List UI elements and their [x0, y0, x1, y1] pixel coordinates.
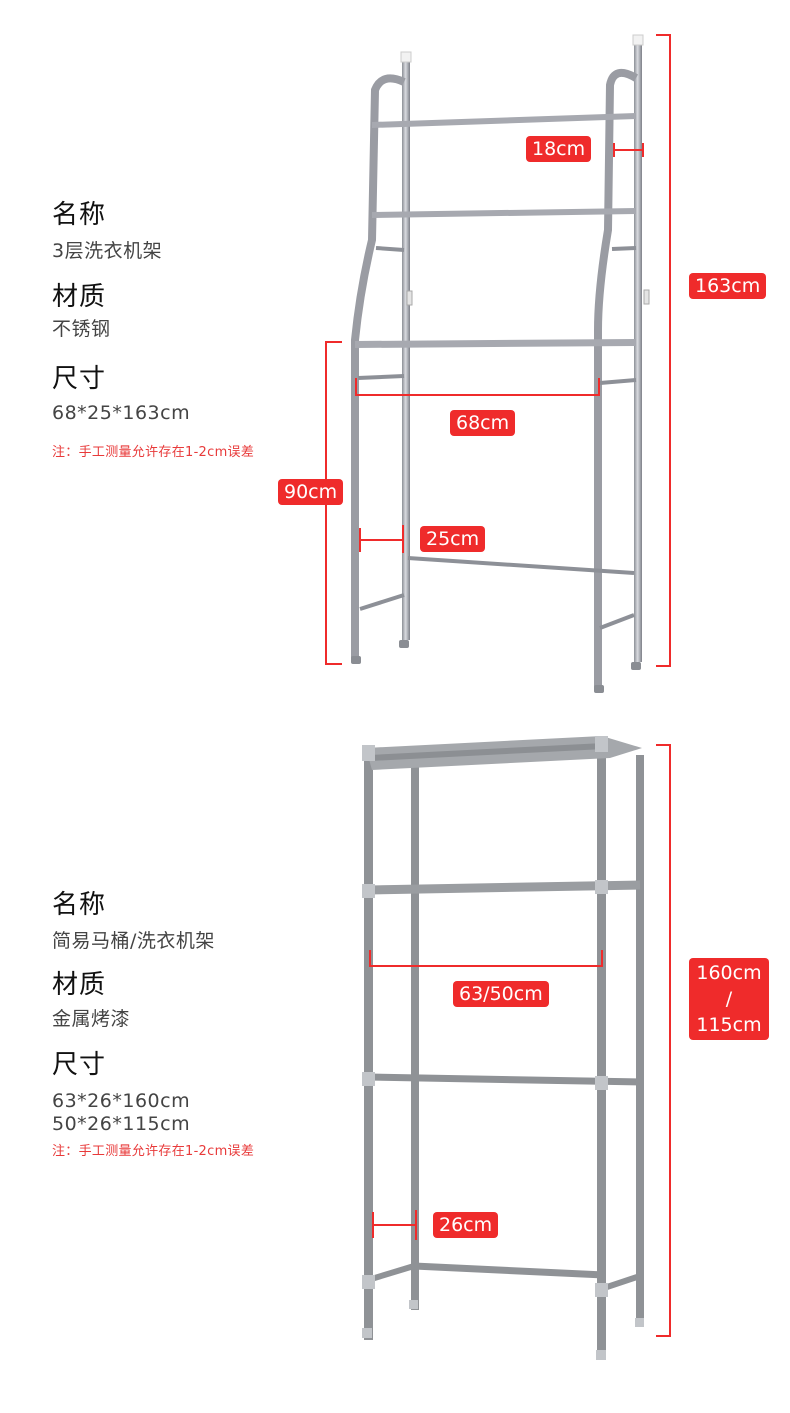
size-heading: 尺寸 — [52, 1050, 107, 1080]
material-value: 金属烤漆 — [52, 1008, 131, 1030]
material-heading: 材质 — [52, 282, 107, 312]
name-heading: 名称 — [52, 200, 107, 230]
dimension-tag-width: 63/50cm — [453, 981, 549, 1007]
dimension-tag-depth: 26cm — [433, 1212, 499, 1238]
dimension-tag-base-height: 90cm — [278, 479, 344, 505]
stainless-rack-illustration — [325, 34, 671, 693]
material-heading: 材质 — [52, 970, 107, 1000]
measurement-note: 注：手工测量允许存在1-2cm误差 — [52, 444, 255, 460]
size-heading: 尺寸 — [52, 364, 107, 394]
name-value: 简易马桶/洗衣机架 — [52, 930, 215, 952]
material-value: 不锈钢 — [52, 318, 111, 340]
painted-rack-illustration — [362, 736, 671, 1360]
product-panel-stainless-rack: 名称 3层洗衣机架 材质 不锈钢 尺寸 68*25*163cm 注：手工测量允许… — [0, 0, 790, 700]
measurement-note: 注：手工测量允许存在1-2cm误差 — [52, 1143, 255, 1159]
spec-material: 材质 不锈钢 — [52, 284, 111, 341]
dimension-tag-height: 160cm / 115cm — [689, 958, 769, 1040]
spec-material: 材质 金属烤漆 — [52, 972, 130, 1031]
dimension-tag-shelf-depth: 18cm — [526, 136, 592, 162]
height-line-2: 115cm — [696, 1014, 762, 1036]
product-panel-painted-rack: 名称 简易马桶/洗衣机架 材质 金属烤漆 尺寸 63*26*160cm 50*2… — [0, 700, 790, 1413]
height-line-1: 160cm — [696, 962, 762, 984]
spec-size: 尺寸 63*26*160cm 50*26*115cm 注：手工测量允许存在1-2… — [52, 1052, 254, 1159]
name-heading: 名称 — [52, 890, 107, 920]
dimension-tag-depth: 25cm — [420, 526, 486, 552]
dimension-tag-width: 68cm — [450, 410, 516, 436]
size-value: 68*25*163cm — [52, 402, 191, 424]
dimension-tag-total-height: 163cm — [689, 273, 767, 299]
spec-size: 尺寸 68*25*163cm 注：手工测量允许存在1-2cm误差 — [52, 366, 254, 460]
size-value-1: 63*26*160cm — [52, 1090, 191, 1112]
name-value: 3层洗衣机架 — [52, 240, 163, 262]
height-separator: / — [725, 988, 733, 1010]
size-value-2: 50*26*115cm — [52, 1112, 191, 1135]
spec-name: 名称 3层洗衣机架 — [52, 202, 162, 263]
spec-name: 名称 简易马桶/洗衣机架 — [52, 892, 215, 953]
